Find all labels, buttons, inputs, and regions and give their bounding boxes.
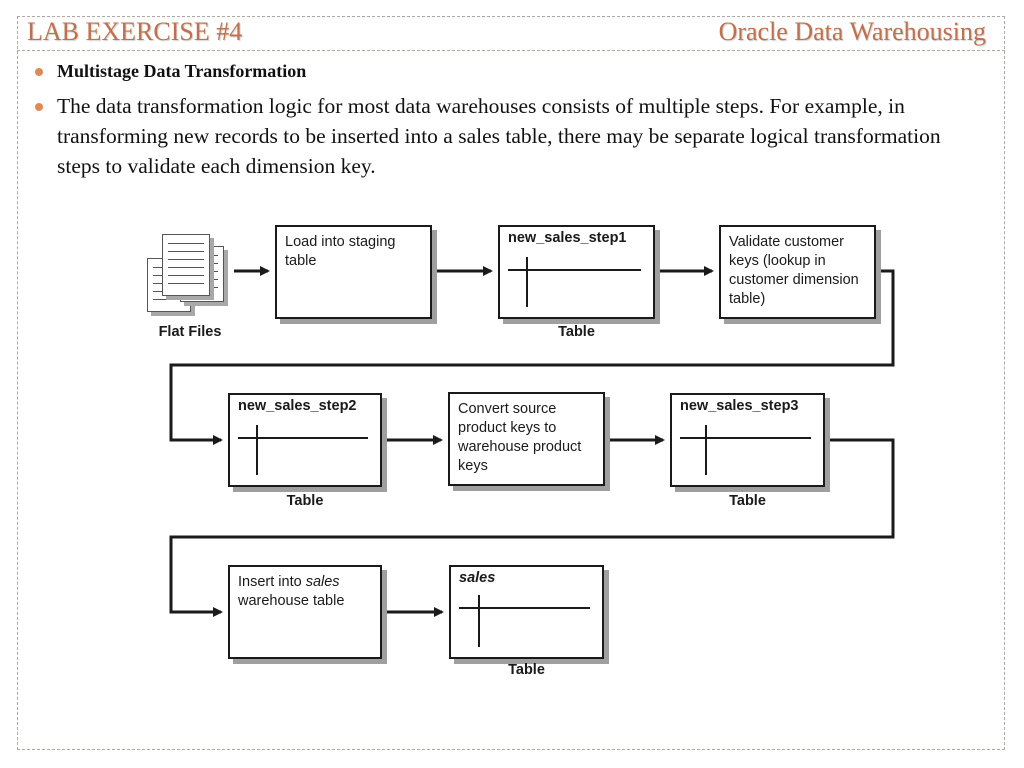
table-caption: Table xyxy=(508,662,545,678)
table-caption: Table xyxy=(729,493,766,509)
table-name: new_sales_step3 xyxy=(680,398,799,414)
validate-customer-step: Validate customer keys (lookup in custom… xyxy=(719,225,876,319)
connector-step3-to-insert xyxy=(169,438,895,617)
load-staging-label: Load into staging table xyxy=(285,234,396,269)
slide-title: LAB EXERCISE #4 xyxy=(27,17,243,46)
table-new-sales-step1: new_sales_step1 xyxy=(498,225,655,319)
convert-product-keys-label: Convert source product keys to warehouse… xyxy=(458,401,582,474)
table-name: sales xyxy=(459,570,496,586)
insert-prefix: Insert into xyxy=(238,574,306,590)
slide-subtitle: Oracle Data Warehousing xyxy=(718,17,986,46)
table-caption: Table xyxy=(286,493,324,509)
connector-validate-to-step2 xyxy=(169,269,895,445)
table-caption: Table xyxy=(558,324,595,340)
table-new-sales-step3: new_sales_step3 xyxy=(670,393,825,487)
title-divider xyxy=(17,50,1005,51)
slide-frame xyxy=(17,16,1005,750)
convert-product-keys-step: Convert source product keys to warehouse… xyxy=(448,392,605,486)
insert-table-name: sales xyxy=(305,574,340,590)
bullet-description: The data transformation logic for most d… xyxy=(35,91,967,181)
table-new-sales-step2: new_sales_step2 xyxy=(228,393,382,487)
insert-sales-step: Insert into sales warehouse table xyxy=(228,565,382,659)
table-sales: sales xyxy=(449,565,604,659)
insert-suffix: warehouse table xyxy=(238,593,345,609)
load-staging-step: Load into staging table xyxy=(275,225,432,319)
flat-files-label: Flat Files xyxy=(158,324,222,340)
table-name: new_sales_step2 xyxy=(238,398,357,414)
validate-customer-label: Validate customer keys (lookup in custom… xyxy=(729,234,859,307)
table-name: new_sales_step1 xyxy=(508,230,627,246)
bullet-heading: Multistage Data Transformation xyxy=(34,58,306,84)
